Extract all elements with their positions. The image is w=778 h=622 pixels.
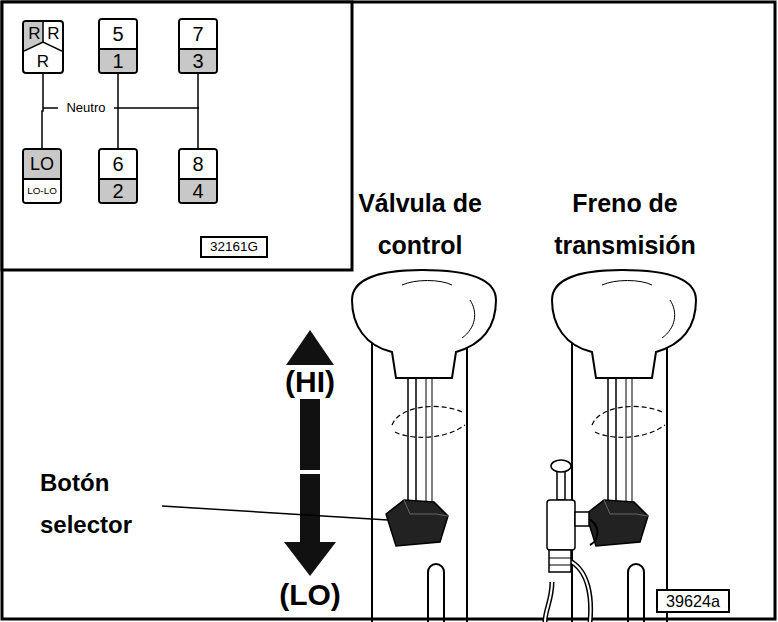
figure-number-box: 39624a: [656, 589, 730, 613]
gear-cell: LO: [24, 150, 60, 178]
gear-number: R: [47, 25, 59, 42]
neutral-label: Neutro: [58, 100, 114, 116]
gear-cell: LO-LO: [24, 178, 60, 202]
gear-number: R: [28, 25, 40, 42]
gear-box: 84: [178, 148, 218, 204]
figure-number-box: 32161G: [200, 236, 268, 258]
gear-cell: 39624a: [666, 593, 720, 609]
figure-number: 39624a: [666, 593, 720, 609]
gear-number: LO-LO: [27, 186, 57, 196]
gear-cell: 3: [180, 48, 216, 72]
gear-cell: R: [45, 22, 62, 44]
gear-box: 62: [98, 148, 138, 204]
gear-box: RRR: [22, 20, 64, 74]
gear-box: 73: [178, 18, 218, 74]
range-label: (LO): [262, 578, 358, 612]
gear-cell: 5: [100, 20, 136, 48]
gear-number: 8: [192, 154, 203, 174]
inset-frame: [2, 2, 352, 270]
gear-number: LO: [30, 155, 54, 173]
gear-cell: 8: [180, 150, 216, 178]
transmission-brake-lever: [552, 270, 696, 622]
gear-number: 2: [112, 181, 123, 201]
gear-number: 5: [112, 24, 123, 44]
gear-number: 6: [112, 154, 123, 174]
gear-cell: 2: [100, 178, 136, 202]
gear-cell: 6: [100, 150, 136, 178]
gear-cell: 7: [180, 20, 216, 48]
shift-path: [117, 74, 119, 148]
control-valve-lever: [352, 270, 496, 622]
gear-cell: R: [24, 50, 62, 72]
shift-path: [42, 74, 43, 148]
brake-valve: [545, 460, 597, 622]
gear-number: 7: [192, 24, 203, 44]
gear-cell: 1: [100, 48, 136, 72]
gear-number: 4: [192, 181, 203, 201]
part-label: Válvula de control: [345, 182, 495, 266]
gear-number: 3: [192, 51, 203, 71]
gear-number: 1: [112, 51, 123, 71]
gear-box: LO LO-LO: [22, 148, 62, 204]
figure-number: 32161G: [210, 240, 258, 254]
gear-cell: 4: [180, 178, 216, 202]
gear-cell: 32161G: [210, 240, 258, 254]
leader-line: [162, 506, 388, 520]
part-label: Freno de transmisión: [535, 182, 715, 266]
shift-path: [197, 74, 199, 148]
part-label: Botón selector: [40, 462, 165, 546]
gear-box: 51: [98, 18, 138, 74]
gear-cell: R: [24, 22, 45, 44]
range-label: (HI): [262, 365, 358, 399]
gear-number: R: [37, 53, 49, 70]
